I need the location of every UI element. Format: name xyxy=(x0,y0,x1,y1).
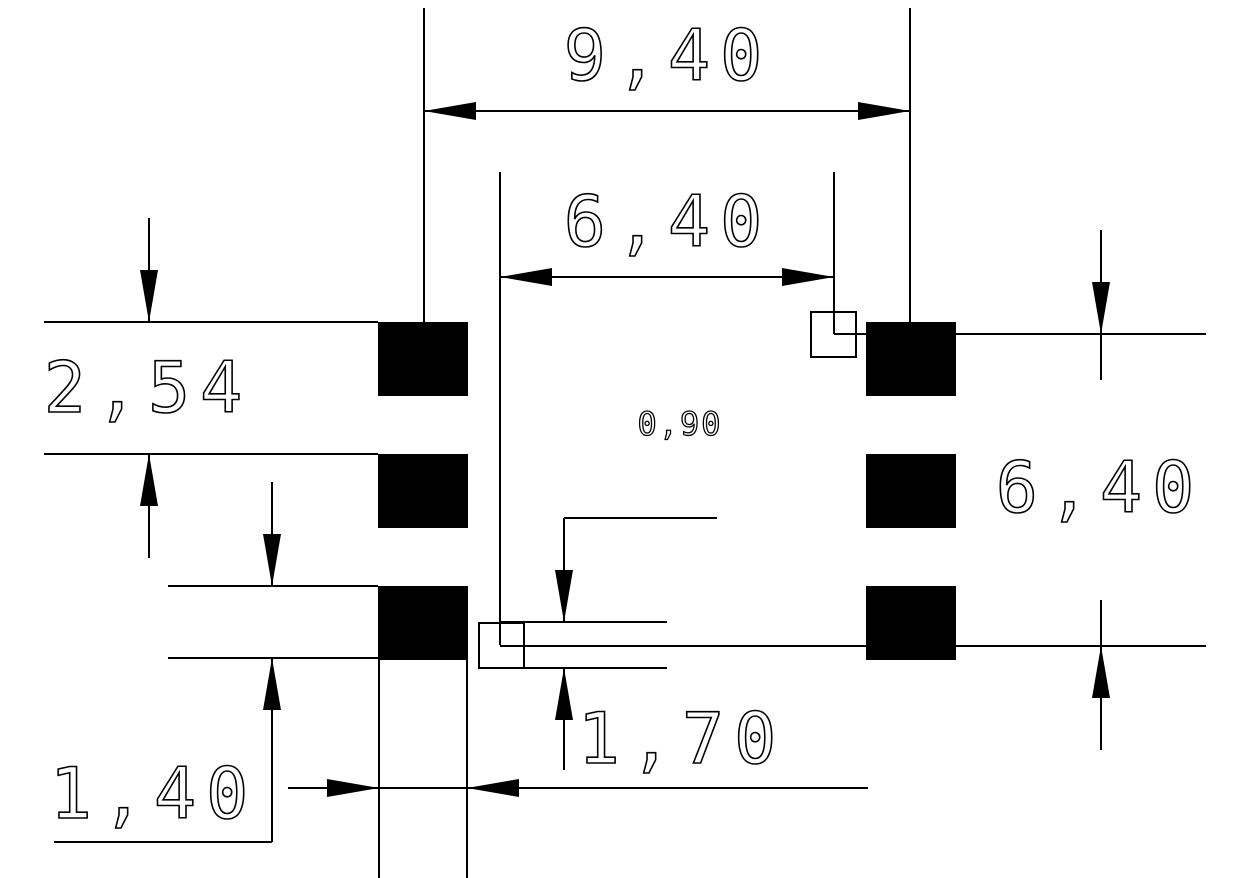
arrowhead-span-bottom xyxy=(1092,646,1110,698)
arrowhead-pitch-bottom xyxy=(140,454,158,506)
arrowhead-hwidth-right xyxy=(467,779,519,797)
pad-left-top xyxy=(378,322,468,396)
arrowhead-span-top xyxy=(1092,282,1110,334)
arrowhead-inner-right xyxy=(782,268,834,286)
arrowhead-outer-right xyxy=(858,102,910,120)
pad-right-bottom xyxy=(866,586,956,660)
label-row-span: 6,40 xyxy=(996,447,1205,529)
dimension-pad-width: 1,40 xyxy=(49,482,378,843)
dimension-pad-pitch: 2,54 xyxy=(43,218,378,558)
label-pad-gap: 1,70 xyxy=(578,698,787,780)
dimension-pad-gap: 1,70 xyxy=(500,517,787,781)
arrowhead-hwidth-left xyxy=(327,779,379,797)
label-inner-pitch: 6,40 xyxy=(564,181,773,263)
label-center-note: 0,90 xyxy=(637,405,722,443)
pad-right-top xyxy=(866,322,956,396)
pad-right-middle xyxy=(866,454,956,528)
arrowhead-gap-top xyxy=(555,570,573,622)
label-pad-width: 1,40 xyxy=(50,753,259,835)
pad-group xyxy=(378,322,956,660)
label-outer-pitch: 9,40 xyxy=(564,15,773,97)
dimension-outer-pitch: 9,40 xyxy=(423,8,911,322)
arrowhead-width-top xyxy=(263,534,281,586)
arrowhead-outer-left xyxy=(424,102,476,120)
pad-left-bottom xyxy=(378,586,468,660)
dimension-row-span: 6,40 xyxy=(956,230,1206,750)
arrowhead-gap-bottom xyxy=(555,668,573,720)
label-pad-pitch: 2,54 xyxy=(44,347,253,429)
arrowhead-pitch-top xyxy=(140,270,158,322)
dimension-pad-width-horizontal xyxy=(288,660,868,878)
dimension-inner-pitch: 6,40 xyxy=(499,172,835,645)
arrowhead-width-bottom xyxy=(263,658,281,710)
arrowhead-inner-left xyxy=(500,268,552,286)
pad-left-middle xyxy=(378,454,468,528)
